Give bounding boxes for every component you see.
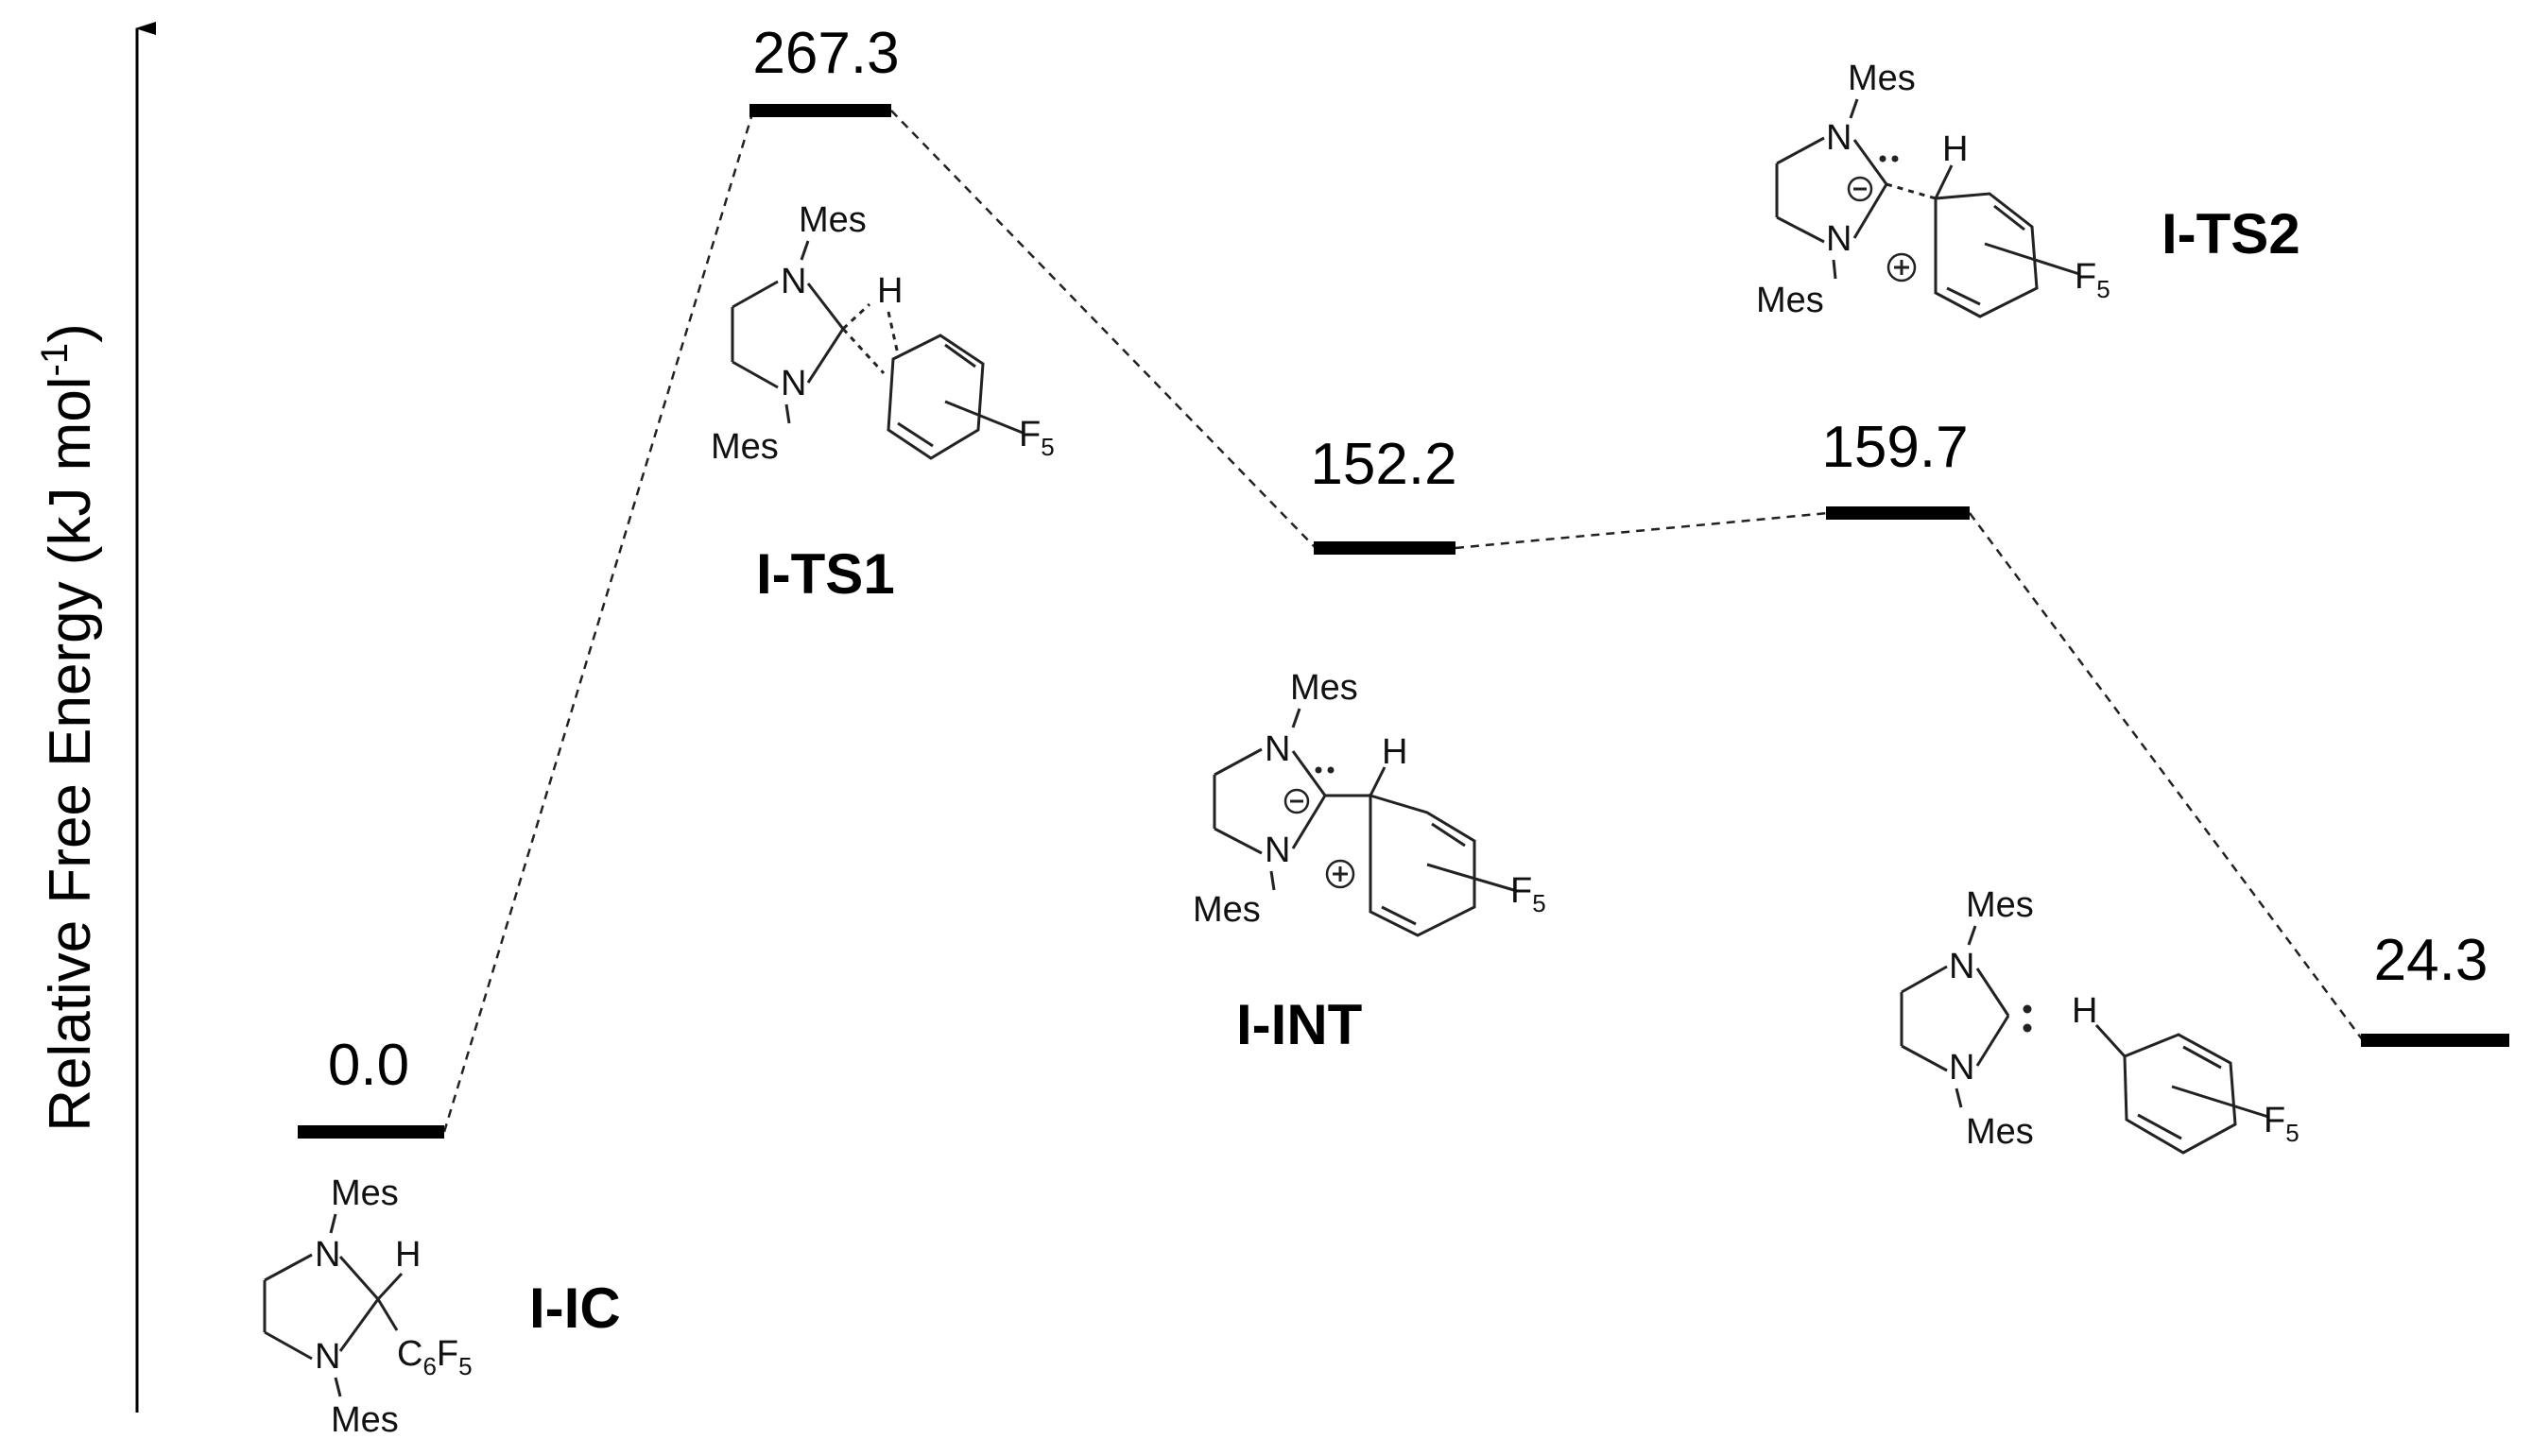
int-n-top: N	[1265, 729, 1290, 769]
prod-mes-top: Mes	[1966, 885, 2034, 925]
label-ic: I-IC	[529, 1276, 621, 1340]
ts1-mes-top: Mes	[799, 200, 867, 240]
ic-n-bottom: N	[315, 1337, 340, 1377]
ts1-n-top: N	[781, 262, 806, 301]
prod-h: H	[2072, 991, 2097, 1031]
ts2-mes-bottom: Mes	[1756, 281, 1824, 320]
value-int: 152.2	[1310, 432, 1456, 497]
value-ts2: 159.7	[1821, 415, 1968, 480]
structure-int: Mes N N H F5 Mes	[1193, 668, 1546, 937]
ts2-h: H	[1942, 129, 1968, 169]
ts1-n-bottom: N	[781, 364, 806, 403]
int-n-bottom: N	[1265, 831, 1290, 870]
value-ts1: 267.3	[752, 21, 899, 86]
structure-ts1: Mes N N H F5 Mes	[711, 200, 1055, 467]
value-ic: 0.0	[328, 1033, 409, 1098]
connector-int-ts2	[1455, 511, 1829, 550]
ic-mes-top: Mes	[331, 1173, 399, 1213]
connector-ts2-prod	[1968, 512, 2365, 1041]
ic-mes-bottom: Mes	[331, 1400, 399, 1440]
label-ts1: I-TS1	[756, 542, 895, 606]
species-labels: I-IC I-TS1 I-INT I-TS2	[529, 202, 2300, 1340]
energy-levels	[298, 104, 2509, 1139]
prod-n-bottom: N	[1949, 1048, 1974, 1088]
energy-values: 0.0 267.3 152.2 159.7 24.3	[328, 21, 2488, 1098]
int-f5: F5	[1510, 871, 1546, 917]
ic-h: H	[395, 1235, 421, 1275]
ic-c6f5: C6F5	[397, 1334, 473, 1380]
ts2-n-top: N	[1826, 118, 1852, 158]
prod-mes-bottom: Mes	[1966, 1112, 2034, 1152]
label-ts2: I-TS2	[2162, 202, 2300, 266]
level-connectors	[442, 110, 2365, 1133]
connector-ts1-int	[890, 110, 1317, 549]
prod-f5: F5	[2264, 1101, 2299, 1147]
connector-ic-ts1	[442, 110, 755, 1133]
ts2-n-bottom: N	[1826, 219, 1852, 259]
ts2-mes-top: Mes	[1848, 59, 1916, 98]
structure-ic: Mes N N H C6F5 Mes	[263, 1173, 473, 1440]
int-h: H	[1382, 732, 1407, 772]
label-int: I-INT	[1236, 993, 1362, 1056]
structure-product: Mes N N Mes H F5	[1900, 885, 2299, 1155]
ts1-f5: F5	[1019, 415, 1055, 461]
ts2-f5: F5	[2075, 257, 2110, 303]
ic-n-top: N	[315, 1235, 340, 1275]
ts1-h: H	[877, 271, 903, 311]
ts1-mes-bottom: Mes	[711, 427, 779, 467]
prod-n-top: N	[1949, 947, 1974, 986]
y-axis-label: Relative Free Energy (kJ mol-1)	[34, 323, 103, 1132]
structure-ts2: Mes N N H F5 Mes	[1756, 59, 2110, 320]
value-prod: 24.3	[2374, 928, 2489, 993]
int-mes-top: Mes	[1290, 668, 1358, 708]
int-mes-bottom: Mes	[1193, 890, 1261, 930]
